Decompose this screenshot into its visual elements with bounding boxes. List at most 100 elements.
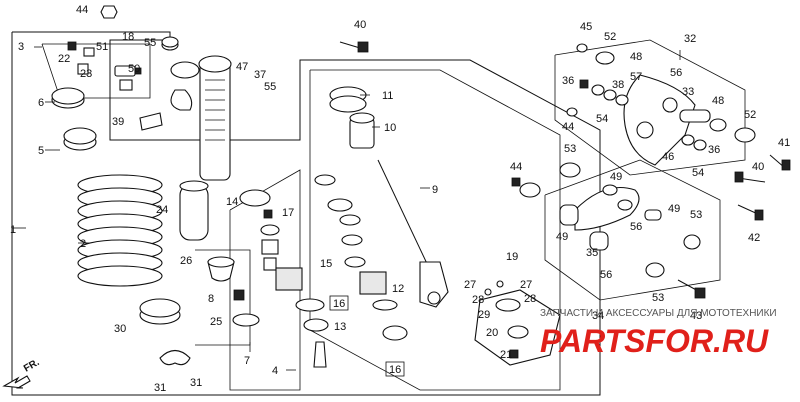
label-part-56c: 56 bbox=[600, 269, 612, 281]
dust-seal-11 bbox=[329, 86, 367, 113]
stopper-ring-31 bbox=[159, 349, 191, 366]
spring-coil bbox=[77, 174, 163, 287]
cap-39 bbox=[139, 112, 163, 131]
small-parts-22-23 bbox=[67, 41, 95, 75]
label-part-8: 8 bbox=[208, 293, 214, 305]
label-part-43: 43 bbox=[690, 310, 702, 322]
spring-seat-30 bbox=[139, 298, 181, 325]
label-part-39: 39 bbox=[112, 116, 124, 128]
link-34 bbox=[511, 162, 701, 278]
label-part-45: 45 bbox=[580, 21, 592, 33]
label-part-20: 20 bbox=[486, 327, 498, 339]
frame-subgroup-32 bbox=[554, 39, 746, 176]
frame-subgroup-3 bbox=[41, 43, 151, 99]
lower-mount bbox=[474, 280, 561, 366]
frame-subgroup-9 bbox=[309, 69, 561, 391]
label-part-37: 37 bbox=[254, 69, 266, 81]
nut-8 bbox=[233, 289, 245, 301]
label-part-19: 19 bbox=[506, 251, 518, 263]
label-part-56b: 56 bbox=[630, 221, 642, 233]
label-part-16b: 16 bbox=[389, 364, 401, 376]
label-part-54a: 54 bbox=[596, 113, 608, 125]
label-part-27b: 27 bbox=[520, 279, 532, 291]
label-front: FR. bbox=[22, 357, 42, 375]
label-part-17: 17 bbox=[282, 207, 294, 219]
label-part-7: 7 bbox=[244, 355, 250, 367]
label-part-55b: 55 bbox=[264, 81, 276, 93]
bolt-43 bbox=[677, 279, 706, 299]
shock-arm-32 bbox=[623, 74, 696, 166]
label-part-12: 12 bbox=[392, 283, 404, 295]
label-part-31b: 31 bbox=[190, 377, 202, 389]
label-part-28b: 28 bbox=[524, 293, 536, 305]
leader-lines bbox=[12, 46, 681, 371]
frame-subgroup-34 bbox=[544, 159, 721, 301]
part-labels: 1 2 3 4 5 6 7 8 9 10 11 12 13 14 15 16 1… bbox=[10, 4, 790, 394]
label-part-54b: 54 bbox=[692, 167, 704, 179]
watermark: ЗАПЧАСТИ И АКСЕССУАРЫ ДЛЯ МОТОТЕХНИКИ PA… bbox=[540, 308, 777, 359]
label-part-49a: 49 bbox=[610, 171, 622, 183]
label-part-53b: 53 bbox=[690, 209, 702, 221]
box-part-16b bbox=[385, 361, 405, 377]
label-part-18: 18 bbox=[122, 31, 134, 43]
label-part-41: 41 bbox=[778, 137, 790, 149]
ring-14 bbox=[239, 189, 271, 207]
label-part-15: 15 bbox=[320, 258, 332, 270]
damper-stack bbox=[260, 209, 329, 368]
label-part-31a: 31 bbox=[154, 382, 166, 394]
box-part-16a bbox=[329, 295, 349, 311]
nut-55-top bbox=[161, 36, 179, 51]
label-part-11: 11 bbox=[382, 90, 393, 102]
label-part-40a: 40 bbox=[354, 19, 366, 31]
label-part-55a: 55 bbox=[144, 37, 156, 49]
watermark-text: ЗАПЧАСТИ И АКСЕССУАРЫ ДЛЯ МОТОТЕХНИКИ bbox=[540, 308, 777, 319]
frame-subgroup-4 bbox=[229, 169, 301, 391]
label-part-16a: 16 bbox=[333, 298, 345, 310]
label-part-24: 24 bbox=[156, 204, 168, 216]
label-part-48b: 48 bbox=[712, 95, 724, 107]
label-part-32: 32 bbox=[684, 33, 696, 45]
label-part-30: 30 bbox=[114, 323, 126, 335]
label-part-13: 13 bbox=[334, 321, 346, 333]
label-part-33: 33 bbox=[682, 86, 694, 98]
label-part-44a: 44 bbox=[76, 4, 88, 16]
bolt-42 bbox=[737, 204, 764, 221]
nut-44-top bbox=[100, 5, 118, 19]
damper-rod-9 bbox=[377, 159, 449, 308]
label-part-36b: 36 bbox=[708, 144, 720, 156]
lock-nut-6 bbox=[51, 87, 85, 109]
label-part-49c: 49 bbox=[556, 231, 568, 243]
label-part-53a: 53 bbox=[564, 143, 576, 155]
label-part-10: 10 bbox=[384, 122, 396, 134]
label-part-52b: 52 bbox=[744, 109, 756, 121]
label-part-34: 34 bbox=[592, 310, 604, 322]
bushing-26 bbox=[207, 256, 235, 282]
bushings-right bbox=[566, 43, 756, 151]
valve-assembly-18 bbox=[114, 65, 142, 91]
bolt-41 bbox=[769, 154, 791, 171]
label-part-4: 4 bbox=[272, 365, 278, 377]
label-part-9: 9 bbox=[432, 184, 438, 196]
reservoir-damper-body bbox=[170, 55, 232, 181]
label-part-23: 23 bbox=[80, 68, 92, 80]
piston-stack bbox=[314, 174, 408, 341]
label-part-38: 38 bbox=[612, 79, 624, 91]
label-part-27a: 27 bbox=[464, 279, 476, 291]
label-part-49b: 49 bbox=[668, 203, 680, 215]
label-part-25: 25 bbox=[210, 316, 222, 328]
label-part-52a: 52 bbox=[604, 31, 616, 43]
label-part-35: 35 bbox=[586, 247, 598, 259]
frame-subgroup-7 bbox=[195, 249, 251, 346]
label-part-5: 5 bbox=[38, 145, 44, 157]
label-part-44c: 44 bbox=[510, 161, 522, 173]
label-part-50: 50 bbox=[128, 63, 140, 75]
label-part-40b: 40 bbox=[752, 161, 764, 173]
label-part-47: 47 bbox=[236, 61, 248, 73]
adjuster-nut-5 bbox=[63, 127, 97, 151]
stopper-10 bbox=[349, 112, 375, 149]
label-part-36a: 36 bbox=[562, 75, 574, 87]
label-part-2: 2 bbox=[80, 238, 86, 250]
front-direction-arrow: FR. bbox=[2, 357, 42, 389]
